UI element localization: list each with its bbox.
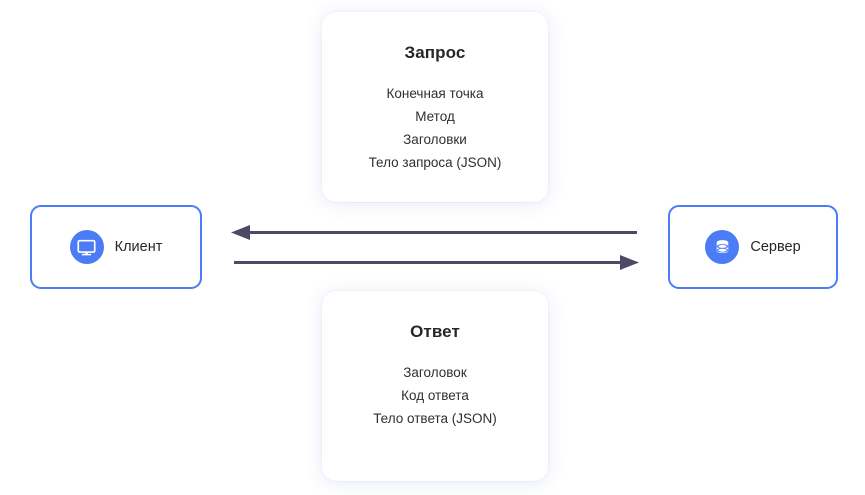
request-card: Запрос Конечная точка Метод Заголовки Те… xyxy=(322,12,548,202)
response-line-status-code: Код ответа xyxy=(401,388,469,403)
client-node: Клиент xyxy=(30,205,202,289)
request-line-endpoint: Конечная точка xyxy=(386,86,484,101)
response-arrow xyxy=(231,225,637,240)
request-arrow xyxy=(234,255,639,270)
response-line-body: Тело ответа (JSON) xyxy=(373,411,497,426)
server-node-label: Сервер xyxy=(750,239,801,255)
response-line-header: Заголовок xyxy=(403,365,467,380)
response-card: Ответ Заголовок Код ответа Тело ответа (… xyxy=(322,291,548,481)
response-card-lines: Заголовок Код ответа Тело ответа (JSON) xyxy=(373,361,497,430)
monitor-icon xyxy=(69,230,104,264)
response-card-title: Ответ xyxy=(410,322,460,341)
request-card-title: Запрос xyxy=(404,43,466,62)
request-line-headers: Заголовки xyxy=(403,132,467,147)
database-icon xyxy=(705,230,740,264)
request-card-lines: Конечная точка Метод Заголовки Тело запр… xyxy=(369,82,502,174)
request-line-body: Тело запроса (JSON) xyxy=(368,155,502,170)
server-node: Сервер xyxy=(668,205,838,289)
request-line-method: Метод xyxy=(415,109,455,124)
client-node-label: Клиент xyxy=(114,239,163,255)
